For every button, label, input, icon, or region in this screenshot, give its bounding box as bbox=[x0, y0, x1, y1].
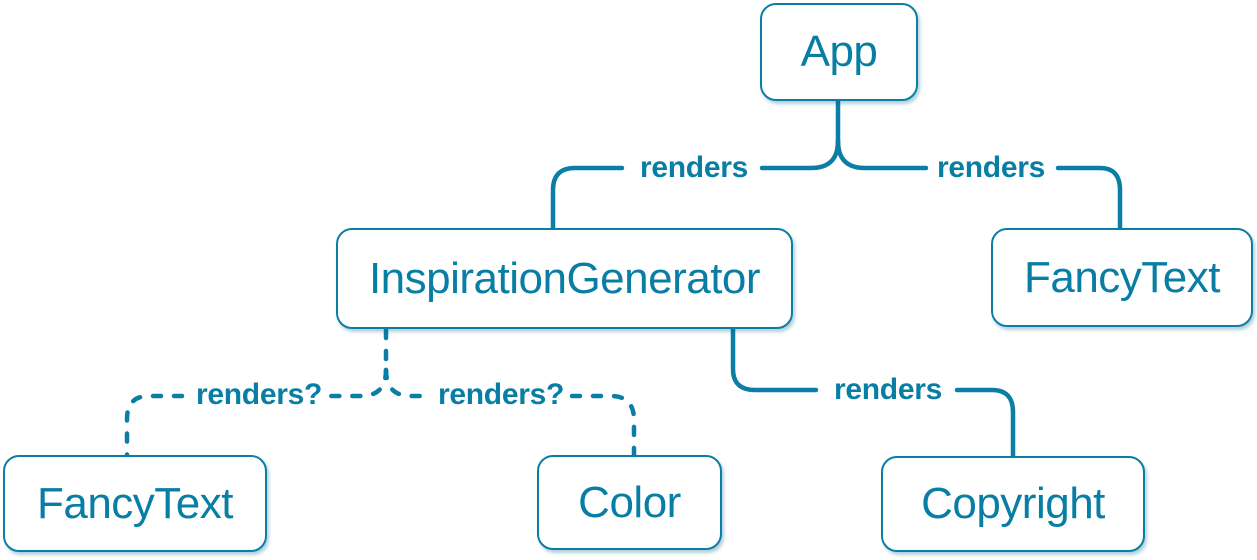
node-app: App bbox=[760, 3, 918, 101]
edge-label-inspirationgenerator-fancytext: renders? bbox=[196, 378, 322, 411]
edge-inspirationgenerator-fancytext-line-a bbox=[328, 367, 389, 399]
edge-label-inspirationgenerator-copyright: renders bbox=[834, 373, 942, 406]
edge-inspirationgenerator-copyright-line-b bbox=[954, 387, 1016, 459]
node-color-label: Color bbox=[578, 477, 681, 527]
edge-label-inspirationgenerator-color: renders? bbox=[438, 378, 564, 411]
edge-inspirationgenerator-copyright-line-a bbox=[730, 326, 819, 393]
node-fancy-text-bottom: FancyText bbox=[3, 455, 267, 552]
edge-app-inspirationgenerator-line-a bbox=[759, 138, 841, 171]
node-copyright: Copyright bbox=[881, 456, 1145, 552]
edge-app-fancytext-line-b bbox=[1055, 165, 1123, 231]
edge-app-inspirationgenerator-line-b bbox=[550, 165, 625, 231]
node-inspiration-generator: InspirationGenerator bbox=[336, 228, 793, 329]
node-app-label: App bbox=[800, 27, 878, 76]
node-fancy-text-top: FancyText bbox=[991, 228, 1253, 327]
node-fancy-text-top-label: FancyText bbox=[1023, 252, 1221, 302]
edge-label-app-fancytext: renders bbox=[937, 151, 1045, 184]
edge-app-fancytext-line-a bbox=[835, 138, 929, 171]
node-color: Color bbox=[537, 455, 722, 550]
edge-inspirationgenerator-color-line-b bbox=[569, 393, 637, 458]
edge-inspirationgenerator-fancytext-line-b bbox=[124, 393, 185, 458]
node-fancy-text-bottom-label: FancyText bbox=[36, 478, 234, 528]
node-inspiration-generator-label: InspirationGenerator bbox=[368, 253, 761, 303]
edge-label-app-inspirationgenerator: renders bbox=[640, 151, 748, 184]
edge-inspirationgenerator-color-line-a bbox=[383, 367, 433, 399]
node-copyright-label: Copyright bbox=[921, 479, 1105, 528]
